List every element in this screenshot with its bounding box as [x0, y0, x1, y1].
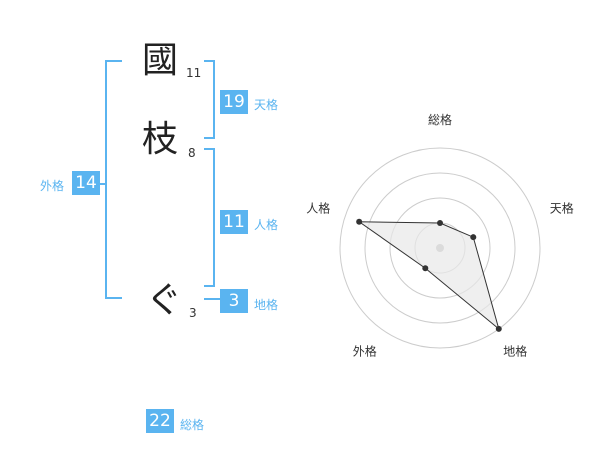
radar-point-2 [495, 325, 502, 332]
tenkaku-bracket-bottom [204, 137, 215, 139]
name-char-2: 枝 [142, 119, 179, 160]
jinkaku-bracket-bottom [204, 285, 215, 287]
tenkaku-badge: 19 [220, 90, 248, 114]
gaikaku-bracket-top [105, 60, 122, 62]
name-char-3: ぐ [146, 280, 183, 321]
soukaku-label: 総格 [180, 418, 205, 432]
radar-axis-label-1: 天格 [550, 200, 574, 215]
radar-axis-label-0: 総格 [428, 112, 452, 127]
chikaku-label: 地格 [254, 298, 279, 312]
soukaku-badge: 22 [146, 409, 174, 433]
stroke-count-2: 8 [188, 146, 196, 160]
radar-ring-3 [364, 172, 516, 324]
radar-axis-label-2: 地格 [503, 344, 527, 359]
stroke-count-3: 3 [189, 306, 197, 320]
radar-ring-4 [339, 147, 541, 349]
jinkaku-badge: 11 [220, 210, 248, 234]
name-char-1: 國 [142, 40, 179, 81]
radar-axis-label-4: 人格 [306, 200, 330, 215]
radar-ring-2 [389, 197, 491, 299]
radar-polygon [357, 221, 500, 331]
jinkaku-bracket-top [204, 148, 215, 150]
radar-point-3 [422, 265, 429, 272]
gaikaku-connector [97, 183, 107, 185]
tenkaku-bracket-vertical [213, 60, 215, 139]
gaikaku-bracket-vertical [105, 60, 107, 299]
tenkaku-label: 天格 [254, 98, 279, 112]
gaikaku-badge: 14 [72, 171, 100, 195]
radar-point-4 [356, 218, 363, 225]
jinkaku-bracket-vertical [213, 148, 215, 287]
radar-axis-label-3: 外格 [353, 344, 377, 359]
chikaku-badge: 3 [220, 289, 248, 313]
radar-point-1 [470, 234, 477, 241]
radar-shape [356, 218, 502, 332]
jinkaku-label: 人格 [254, 218, 279, 232]
gaikaku-label: 外格 [40, 179, 65, 193]
radar-point-0 [437, 220, 443, 226]
gaikaku-bracket-bottom [105, 297, 122, 299]
stroke-count-1: 11 [186, 66, 202, 80]
chikaku-connector [204, 298, 220, 300]
tenkaku-bracket-top [204, 60, 215, 62]
